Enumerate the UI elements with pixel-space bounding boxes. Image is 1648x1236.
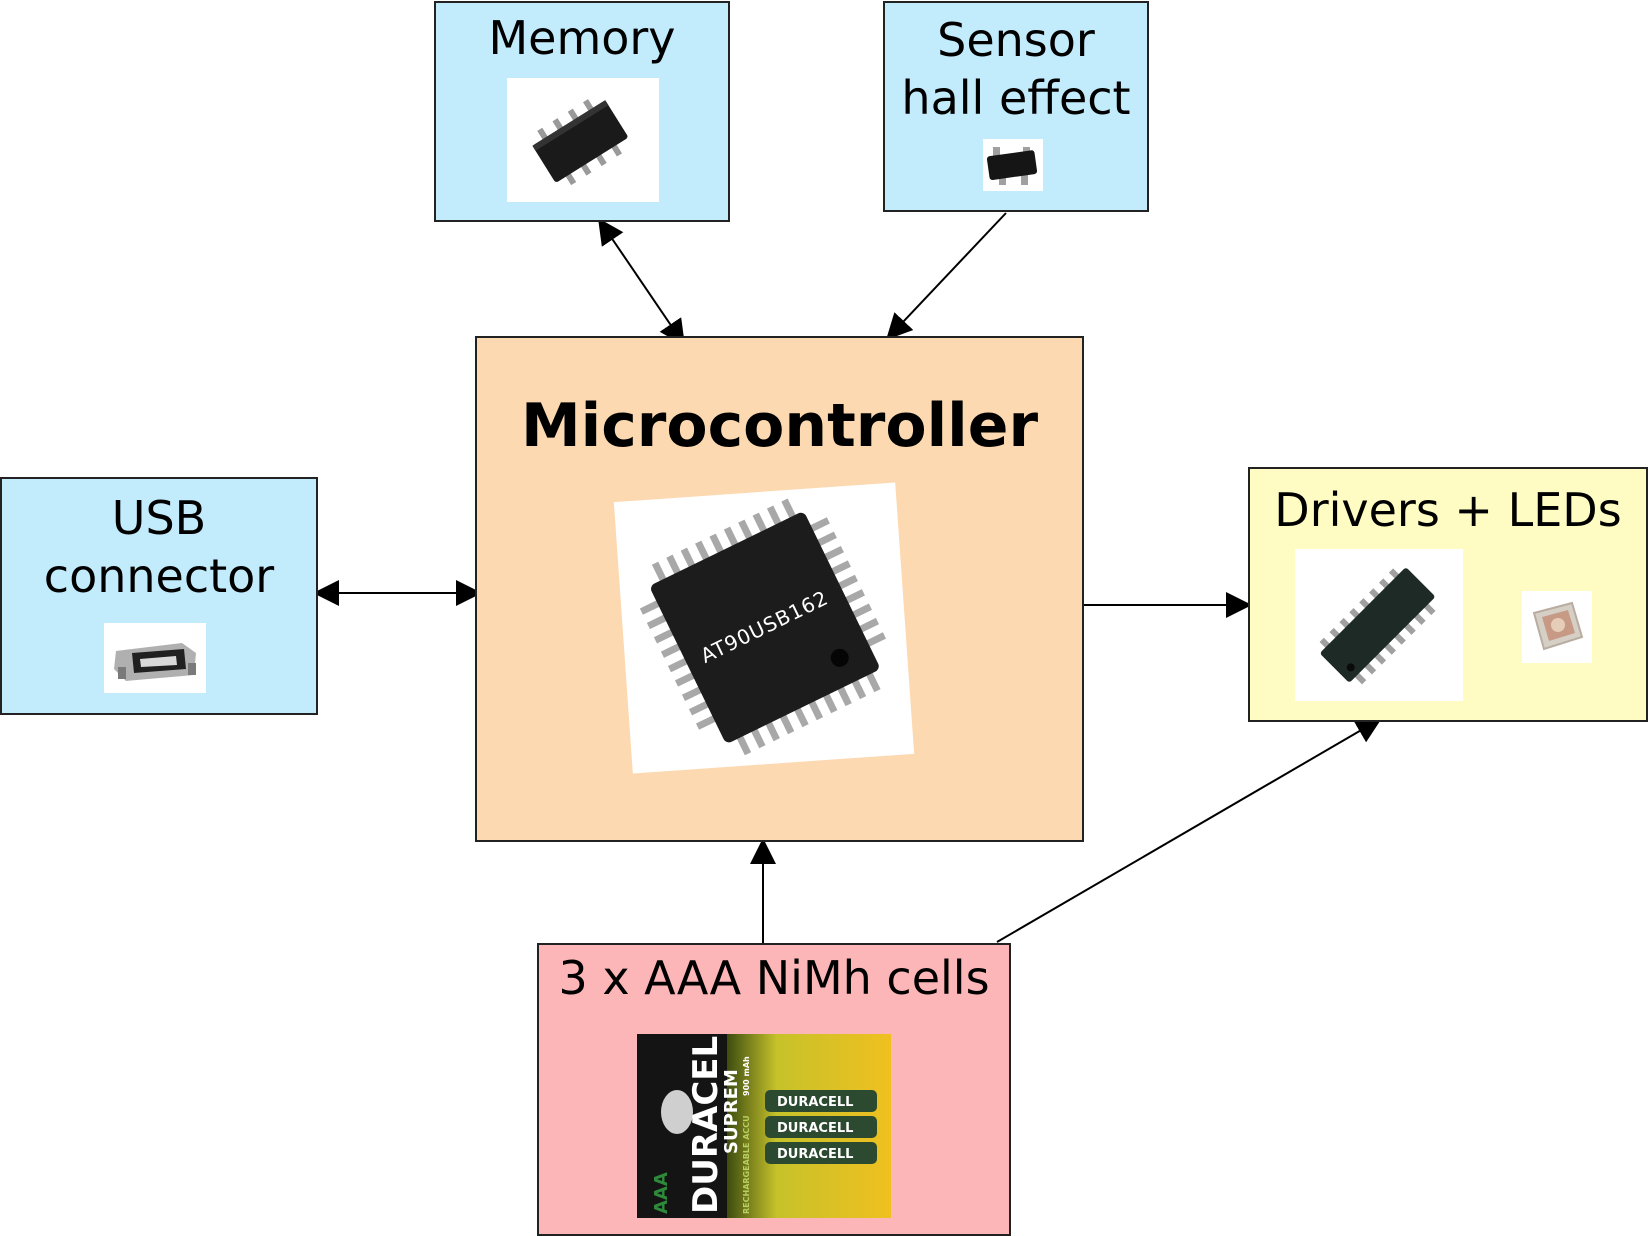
battery-label: 3 x AAA NiMh cells xyxy=(558,951,990,1005)
memory-label: Memory xyxy=(488,11,676,65)
microcontroller-block: Microcontroller xyxy=(475,336,1084,842)
memory-block: Memory xyxy=(434,1,730,222)
usb-connector-block: USB connector xyxy=(0,477,318,715)
sensor-block: Sensor hall effect xyxy=(883,1,1149,212)
drivers-leds-block: Drivers + LEDs xyxy=(1248,467,1648,722)
battery-capacity: 900 mAh xyxy=(742,1056,751,1096)
battery-cells: DURACELL DURACELL DURACELL xyxy=(765,1090,877,1164)
battery-cell-size: AAA xyxy=(651,1172,672,1214)
battery-pack-text: RECHARGEABLE ACCU xyxy=(742,1115,751,1214)
arrow-battery-drivers xyxy=(996,717,1383,943)
usb-connector-image xyxy=(104,623,206,693)
cell-label-1: DURACELL xyxy=(777,1095,853,1110)
battery-block: 3 x AAA NiMh cells DURACELL SUPREM RECHA… xyxy=(537,943,1011,1236)
hall-sensor-image xyxy=(983,139,1043,191)
cell-label-3: DURACELL xyxy=(777,1147,853,1162)
microcontroller-label: Microcontroller xyxy=(520,391,1039,461)
led-image xyxy=(1522,591,1592,663)
drivers-leds-label: Drivers + LEDs xyxy=(1274,483,1622,537)
arrow-memory-microcontroller xyxy=(597,217,686,347)
usb-connector-label: USB connector xyxy=(43,491,275,603)
memory-chip-image xyxy=(507,78,659,202)
microcontroller-chip-image: AT90USB162 xyxy=(613,482,915,774)
sensor-label: Sensor hall effect xyxy=(901,13,1131,125)
driver-ic-image xyxy=(1295,549,1463,701)
battery-sub-brand: SUPREM xyxy=(721,1069,742,1154)
cell-label-2: DURACELL xyxy=(777,1121,853,1136)
arrow-sensor-microcontroller xyxy=(885,212,1007,341)
battery-brand: DURACELL xyxy=(686,1034,726,1214)
battery-pack-image: DURACELL SUPREM RECHARGEABLE ACCU 900 mA… xyxy=(637,1034,891,1218)
